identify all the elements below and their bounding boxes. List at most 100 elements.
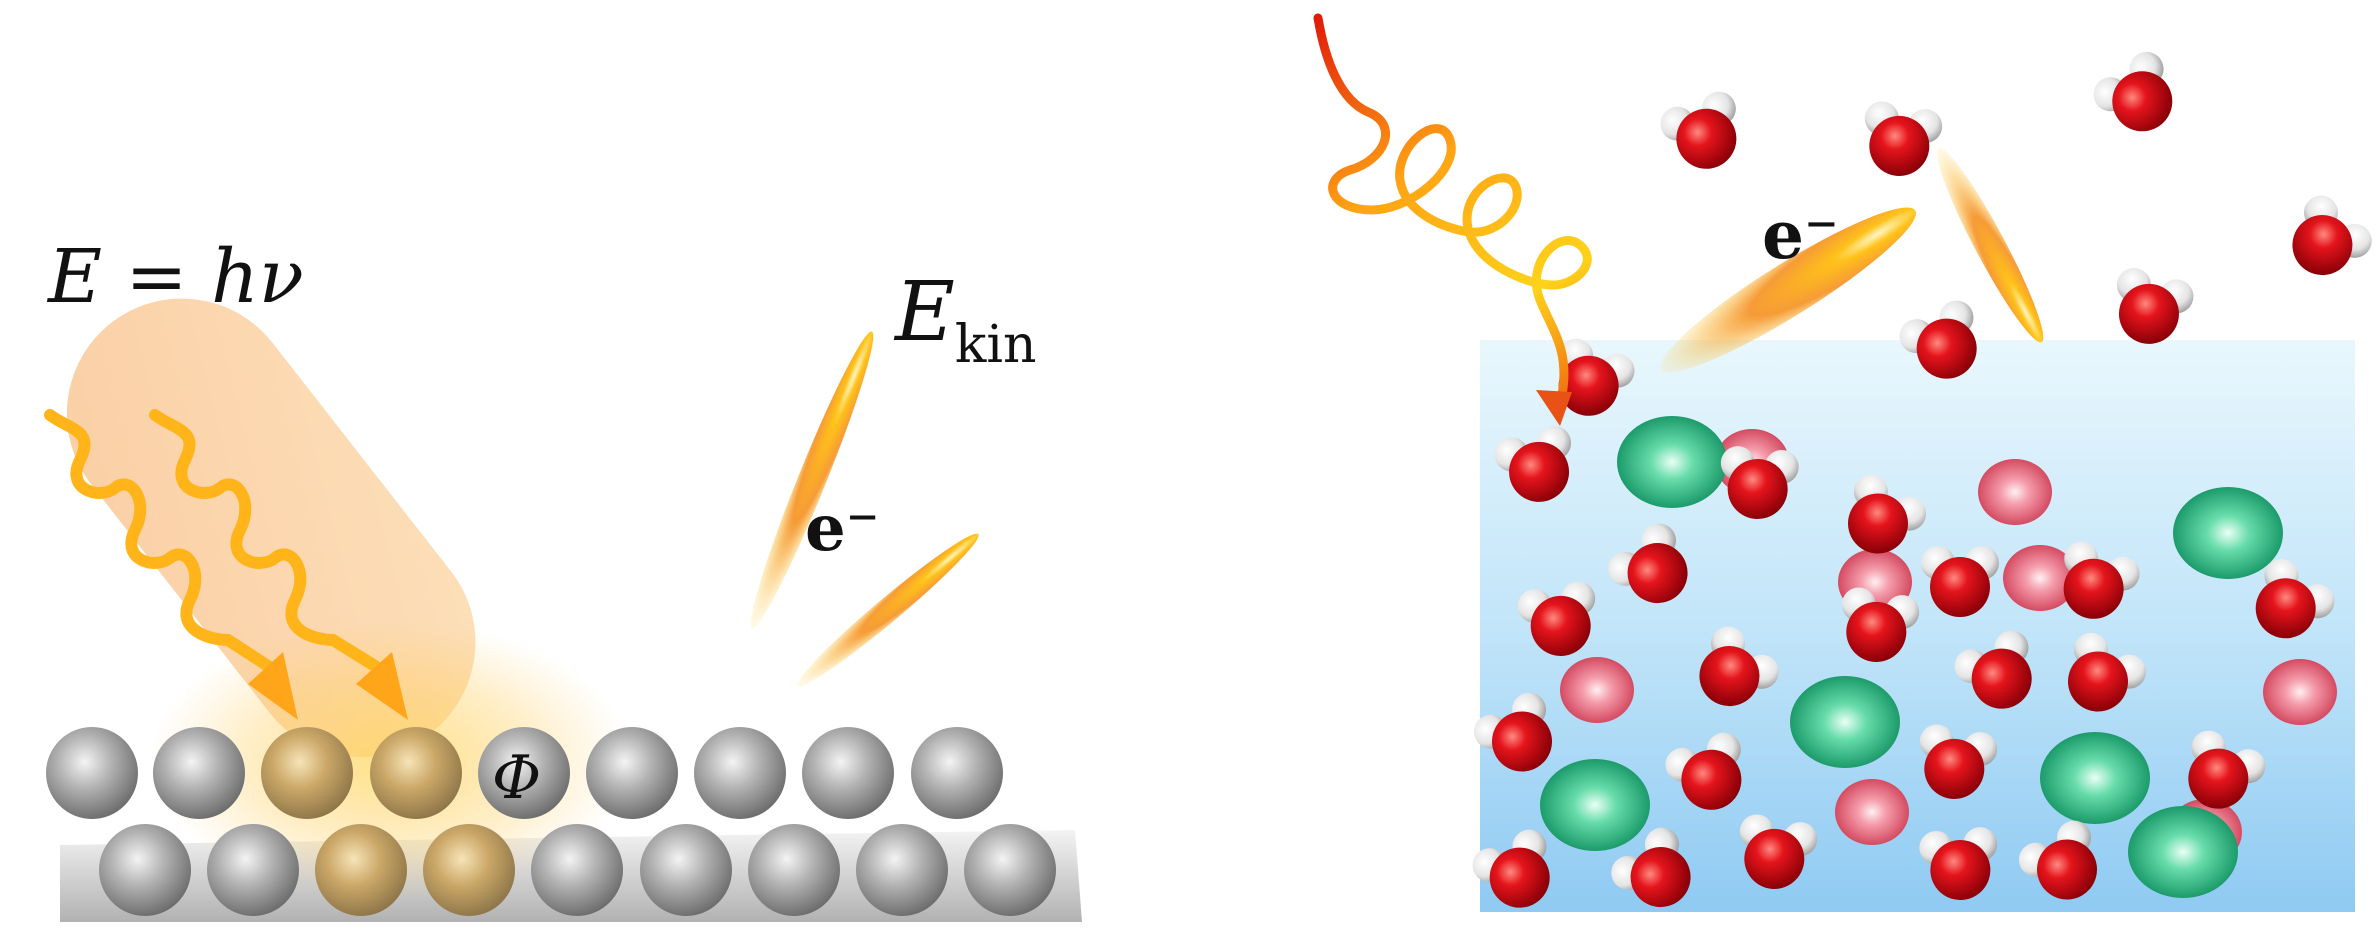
oxygen-atom bbox=[1489, 847, 1550, 908]
oxygen-atom bbox=[1869, 115, 1930, 176]
oxygen-atom bbox=[1930, 557, 1990, 617]
oxygen-atom bbox=[1630, 847, 1691, 908]
water-molecule bbox=[1841, 587, 1920, 662]
cation bbox=[1560, 657, 1634, 723]
kinetic-energy-symbol: E bbox=[893, 265, 955, 360]
water-molecule bbox=[1494, 425, 1572, 502]
metal-atom bbox=[640, 824, 732, 916]
metal-atom bbox=[911, 727, 1003, 819]
photon-arrow-2 bbox=[149, 409, 408, 720]
metal-atom bbox=[964, 824, 1056, 916]
anion bbox=[1540, 759, 1650, 851]
oxygen-atom bbox=[1971, 648, 2032, 709]
water-molecule bbox=[1699, 626, 1779, 707]
oxygen-atom bbox=[1676, 108, 1737, 169]
metal-atom bbox=[207, 824, 299, 916]
cation bbox=[2263, 659, 2337, 725]
metal-atom bbox=[856, 824, 948, 916]
metal-atom bbox=[315, 824, 407, 916]
metal-atom bbox=[531, 824, 623, 916]
water-molecule bbox=[1558, 338, 1635, 416]
oxygen-atom bbox=[1727, 458, 1788, 519]
anion bbox=[1790, 676, 1900, 768]
oxygen-atom bbox=[1848, 493, 1908, 554]
oxygen-atom bbox=[2068, 651, 2128, 712]
oxygen-atom bbox=[1681, 749, 1742, 810]
oxygen-atom bbox=[1509, 441, 1570, 502]
oxygen-atom bbox=[2118, 283, 2179, 344]
water-molecule bbox=[1517, 581, 1596, 656]
photon-energy-label: E = hν bbox=[46, 234, 304, 320]
metal-atom bbox=[153, 727, 245, 819]
left-panel: E = hν Φ Ekin e⁻ bbox=[44, 234, 1082, 922]
electron-label-left: e⁻ bbox=[805, 491, 880, 566]
work-function-label: Φ bbox=[492, 743, 541, 813]
solution-particles bbox=[1472, 51, 2372, 908]
oxygen-atom bbox=[2255, 578, 2316, 639]
kinetic-energy-subscript: kin bbox=[955, 315, 1037, 375]
water-molecule bbox=[2292, 195, 2372, 276]
anion bbox=[1617, 416, 1727, 508]
water-molecule bbox=[2093, 51, 2173, 132]
water-molecule bbox=[2188, 730, 2266, 809]
oxygen-atom bbox=[1530, 595, 1591, 656]
metal-atom bbox=[748, 824, 840, 916]
water-molecule bbox=[1921, 546, 1999, 617]
oxygen-atom bbox=[1924, 738, 1985, 799]
water-molecule bbox=[1864, 101, 1943, 176]
metal-atom bbox=[99, 824, 191, 916]
oxygen-atom bbox=[1744, 828, 1805, 889]
oxygen-atom bbox=[2292, 215, 2353, 276]
oxygen-atom bbox=[1627, 543, 1688, 604]
metal-atom bbox=[694, 727, 786, 819]
anion bbox=[2173, 487, 2283, 579]
metal-atom bbox=[423, 824, 515, 916]
water-molecule bbox=[2063, 541, 2140, 619]
oxygen-atom bbox=[1699, 646, 1760, 707]
metal-atom bbox=[586, 727, 678, 819]
water-molecule bbox=[2255, 558, 2335, 639]
water-molecule bbox=[1848, 474, 1927, 554]
oxygen-atom bbox=[2037, 839, 2097, 900]
metal-atom bbox=[46, 727, 138, 819]
oxygen-atom bbox=[1930, 839, 1991, 900]
water-molecule bbox=[2018, 820, 2097, 900]
water-molecule bbox=[1954, 630, 2032, 709]
metal-atom bbox=[802, 727, 894, 819]
water-molecule bbox=[1739, 814, 1818, 889]
photon-arrow-right bbox=[1313, 13, 1592, 426]
water-molecule bbox=[1611, 827, 1691, 908]
electron-comet-lower bbox=[797, 533, 979, 687]
electron-comet-right-right bbox=[1936, 147, 2044, 343]
water-molecule bbox=[1472, 829, 1550, 908]
water-molecule bbox=[1608, 523, 1688, 604]
right-panel: e⁻ bbox=[1313, 13, 2372, 912]
metal-atom-lattice bbox=[46, 727, 1056, 916]
water-molecule bbox=[1919, 724, 1998, 799]
metal-atom bbox=[370, 727, 462, 819]
oxygen-atom bbox=[1916, 318, 1977, 379]
water-molecule bbox=[1720, 446, 1799, 519]
electron-comet-right-left bbox=[1660, 207, 1916, 373]
electron-label-right: e⁻ bbox=[1762, 196, 1839, 274]
electron-comet-upper bbox=[750, 331, 874, 629]
kinetic-energy-label: Ekin bbox=[893, 265, 1037, 375]
oxygen-atom bbox=[2063, 558, 2124, 619]
water-molecule bbox=[1665, 732, 1742, 810]
photon-arrow-1 bbox=[44, 409, 298, 720]
cation bbox=[1835, 779, 1909, 845]
oxygen-atom bbox=[1846, 601, 1907, 662]
water-molecule bbox=[1660, 91, 1737, 169]
water-molecule bbox=[1473, 692, 1552, 772]
oxygen-atom bbox=[2112, 71, 2173, 132]
water-molecule bbox=[1899, 300, 1977, 379]
metal-atom bbox=[478, 727, 570, 819]
water-molecule bbox=[2068, 632, 2147, 712]
water-molecule bbox=[1919, 827, 1998, 900]
water-molecule bbox=[2116, 267, 2194, 344]
metal-atom bbox=[261, 727, 353, 819]
cation bbox=[1978, 459, 2052, 525]
oxygen-atom bbox=[2188, 748, 2249, 809]
anion bbox=[2128, 806, 2238, 898]
